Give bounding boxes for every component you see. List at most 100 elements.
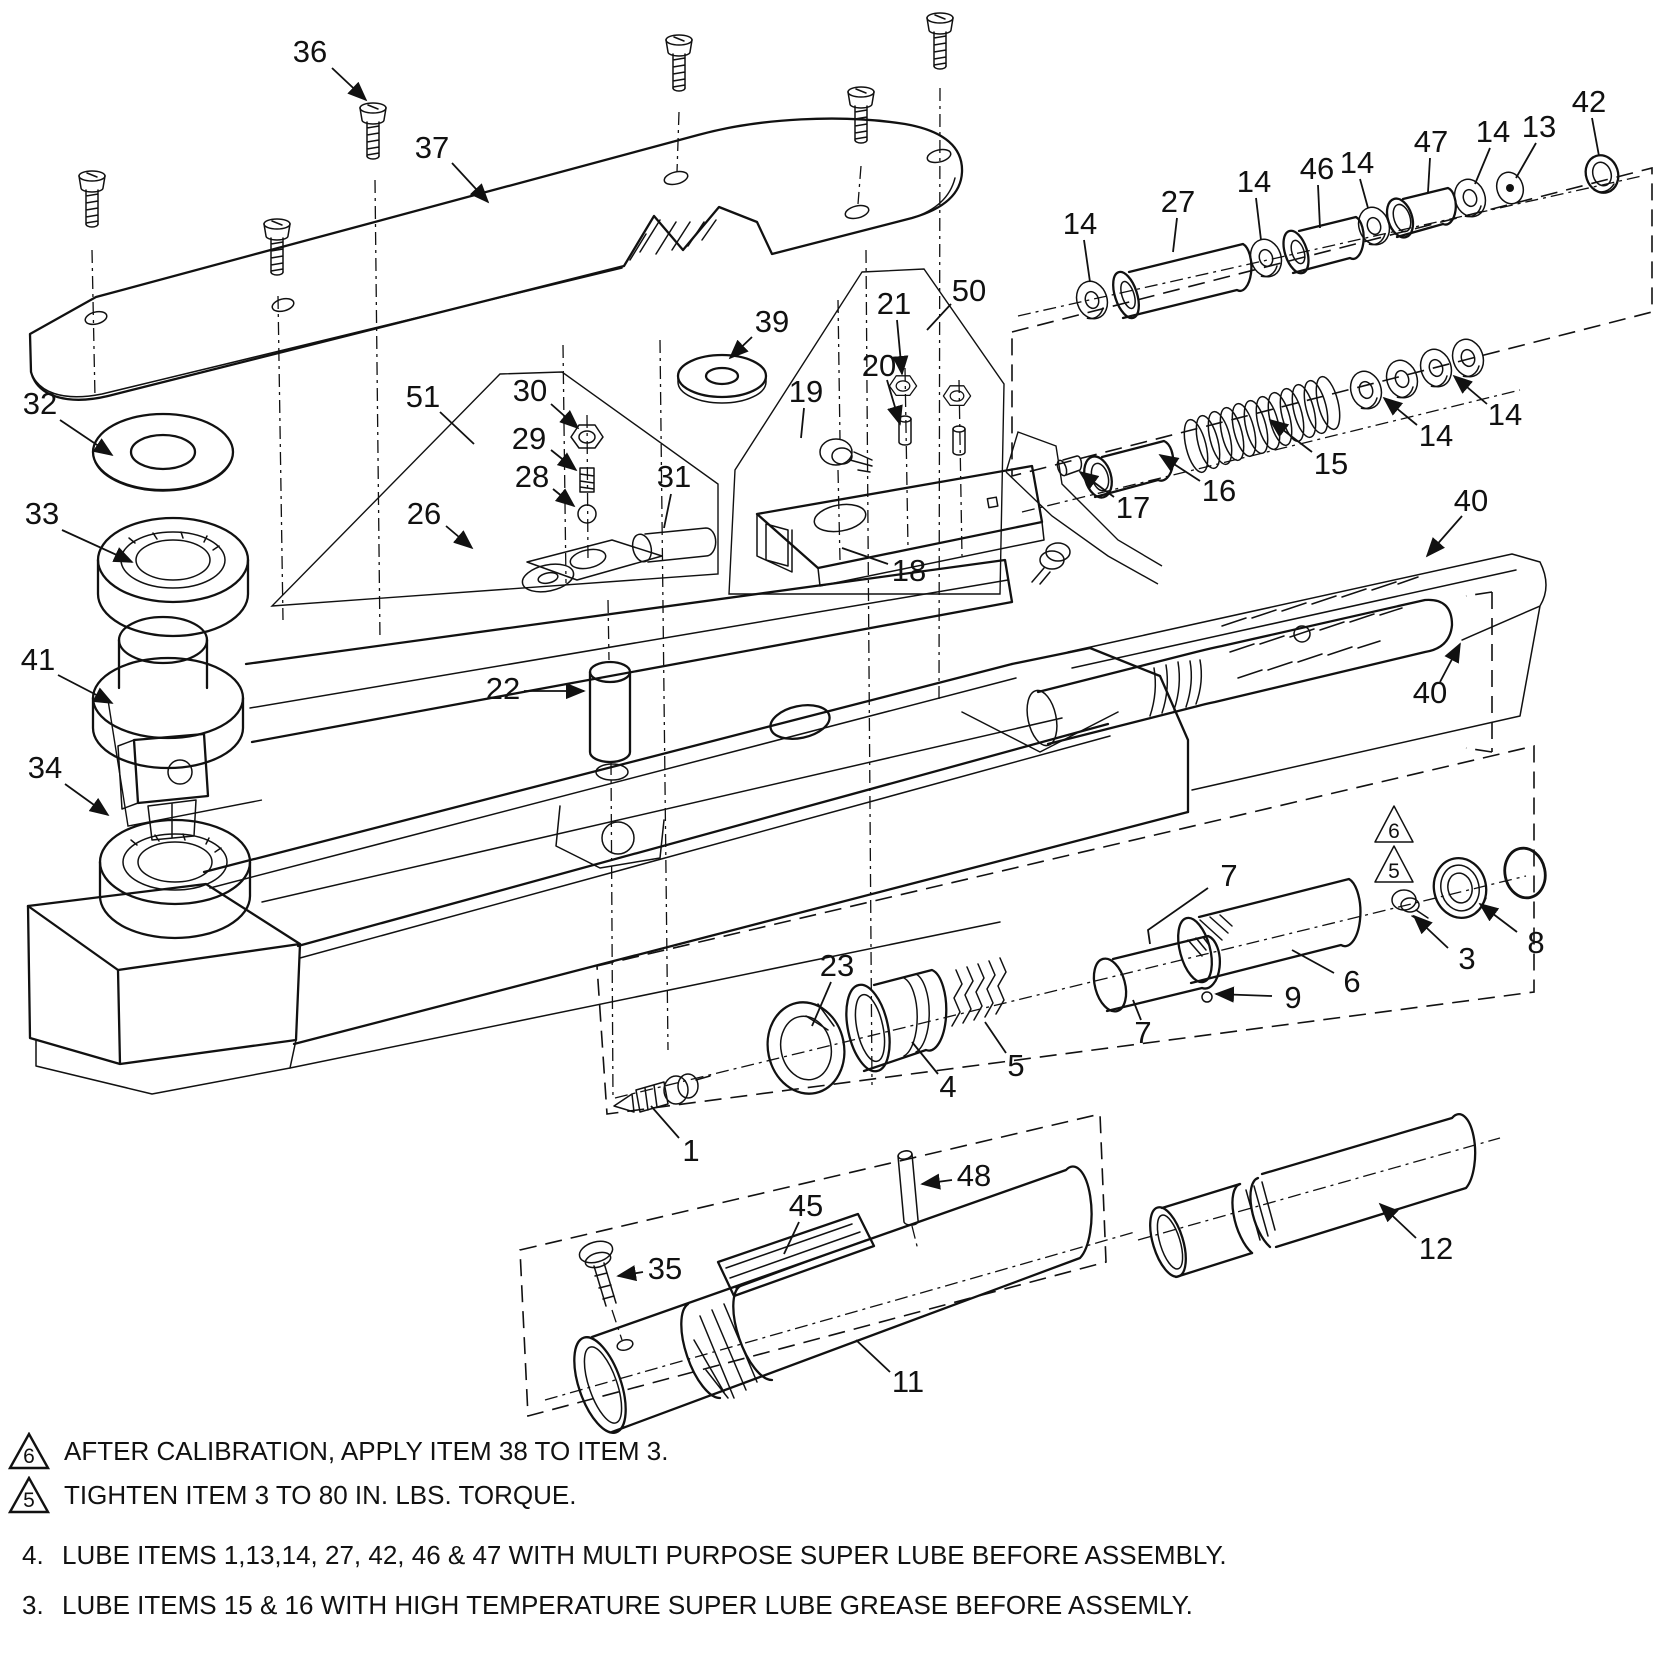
callout-13: 13: [1522, 109, 1556, 144]
callout-1: 1: [682, 1133, 699, 1168]
callout-3: 3: [1458, 941, 1475, 976]
frame-beam-extension: [1067, 553, 1547, 791]
part-pin-20b: [952, 425, 966, 456]
part-pin-22: [588, 660, 632, 764]
part-washer-32: [91, 412, 235, 492]
part-wave-springs-5: [951, 957, 1007, 1027]
callout-11: 11: [892, 1364, 924, 1399]
callout-9: 9: [1284, 980, 1301, 1015]
callout-17: 17: [1116, 490, 1150, 525]
part-bushing-47: [1385, 186, 1457, 239]
note-3-text: LUBE ITEMS 15 & 16 WITH HIGH TEMPERATURE…: [62, 1590, 1193, 1620]
detail-outline-50: [728, 268, 1005, 595]
flag-triangle-5: [1374, 845, 1414, 883]
screw: [926, 12, 954, 70]
callout-37: 37: [415, 130, 449, 165]
part-washer-39: [676, 353, 768, 404]
note-4: 4. LUBE ITEMS 1,13,14, 27, 42, 46 & 47 W…: [22, 1540, 1227, 1571]
part-screw-19: [819, 438, 873, 473]
callout-50: 50: [952, 273, 986, 308]
flag-triangle-6: [1374, 805, 1414, 843]
part-screw-3: [1391, 889, 1429, 923]
part-cup-4: [845, 968, 948, 1073]
warning-triangle-icon: 6: [8, 1432, 50, 1470]
callout-16: 16: [1202, 473, 1236, 508]
callout-32: 32: [23, 386, 57, 421]
callout-33: 33: [25, 496, 59, 531]
callout-labels: 36 37 32 33 41 34 51 30 29 28 26 31 39 1…: [21, 34, 1606, 1399]
callout-39: 39: [755, 304, 789, 339]
plunger-group: [613, 846, 1547, 1113]
callout-14f: 14: [1488, 397, 1522, 432]
part-pin-9: [1201, 991, 1213, 1003]
callout-42: 42: [1572, 84, 1606, 119]
group-box-pivot-parts: [1011, 166, 1653, 478]
part-handle-tube-11: [573, 1165, 1093, 1434]
part-bushing-46: [1282, 215, 1365, 275]
part-oring: [1503, 846, 1547, 900]
callout-47: 47: [1414, 124, 1448, 159]
part-piston-7: [1092, 934, 1221, 1013]
callout-48: 48: [957, 1158, 991, 1193]
callout-4: 4: [939, 1069, 956, 1104]
cover-screws: [78, 12, 954, 276]
callout-40b: 40: [1413, 675, 1447, 710]
callout-30: 30: [513, 373, 547, 408]
callout-14b: 14: [1237, 164, 1271, 199]
part-torque-tube-40: [1026, 576, 1454, 747]
callout-35: 35: [648, 1251, 682, 1286]
callout-8: 8: [1527, 925, 1544, 960]
callout-45: 45: [789, 1188, 823, 1223]
part-screw-35: [578, 1240, 634, 1352]
screw: [78, 170, 106, 228]
callout-36: 36: [293, 34, 327, 69]
frame-tab: [555, 805, 665, 869]
callout-7b: 7: [1134, 1015, 1151, 1050]
note-4-text: LUBE ITEMS 1,13,14, 27, 42, 46 & 47 WITH…: [62, 1540, 1227, 1570]
part-tube-27: [1112, 242, 1253, 320]
note-flag-6-number: 6: [23, 1445, 35, 1468]
part-ratchet-head-41: [91, 615, 263, 841]
callout-15: 15: [1314, 446, 1348, 481]
callout-18: 18: [892, 553, 926, 588]
callout-20: 20: [862, 348, 896, 383]
callout-14e: 14: [1419, 418, 1453, 453]
callout-27: 27: [1161, 184, 1195, 219]
callout-leaders: [57, 67, 1600, 1373]
callout-40a: 40: [1454, 483, 1488, 518]
warning-triangle-icon: 5: [8, 1476, 50, 1514]
detail-group-50: [755, 375, 1045, 587]
handle-group: [573, 1113, 1477, 1434]
part-cover-plate: [28, 117, 964, 401]
part-seal-8: [1432, 857, 1488, 919]
flag-6-number: 6: [1388, 820, 1400, 843]
callout-34: 34: [28, 750, 62, 785]
part-nut-21b: [942, 385, 972, 406]
part-tube-12: [1149, 1113, 1477, 1279]
part-ring-23: [766, 1001, 846, 1095]
part-spring-15: [1183, 375, 1341, 474]
note-3: 3. LUBE ITEMS 15 & 16 WITH HIGH TEMPERAT…: [22, 1590, 1193, 1621]
construction-lines: [91, 87, 1653, 1418]
part-spring-29: [579, 467, 595, 493]
part-plate-18: [755, 464, 1045, 587]
part-ball-28: [577, 504, 597, 524]
note-flag-6: 6 AFTER CALIBRATION, APPLY ITEM 38 TO IT…: [8, 1432, 668, 1470]
part-frame-body: [202, 553, 1547, 1069]
note-flag-5: 5 TIGHTEN ITEM 3 TO 80 IN. LBS. TORQUE.: [8, 1476, 576, 1514]
left-stack: [26, 412, 302, 1095]
callout-22: 22: [486, 671, 520, 706]
spring-row: [1005, 334, 1489, 585]
flag-5-number: 5: [1388, 860, 1400, 883]
note-4-number: 4.: [22, 1540, 44, 1570]
part-adjuster-1: [613, 1073, 711, 1113]
callout-14c: 14: [1340, 145, 1374, 180]
frame-pawl: [1005, 431, 1163, 585]
callout-7a: 7: [1220, 858, 1237, 893]
note-3-number: 3.: [22, 1590, 44, 1620]
callout-29: 29: [512, 421, 546, 456]
part-pin-48: [897, 1150, 919, 1251]
part-washer-14: [1447, 334, 1489, 382]
